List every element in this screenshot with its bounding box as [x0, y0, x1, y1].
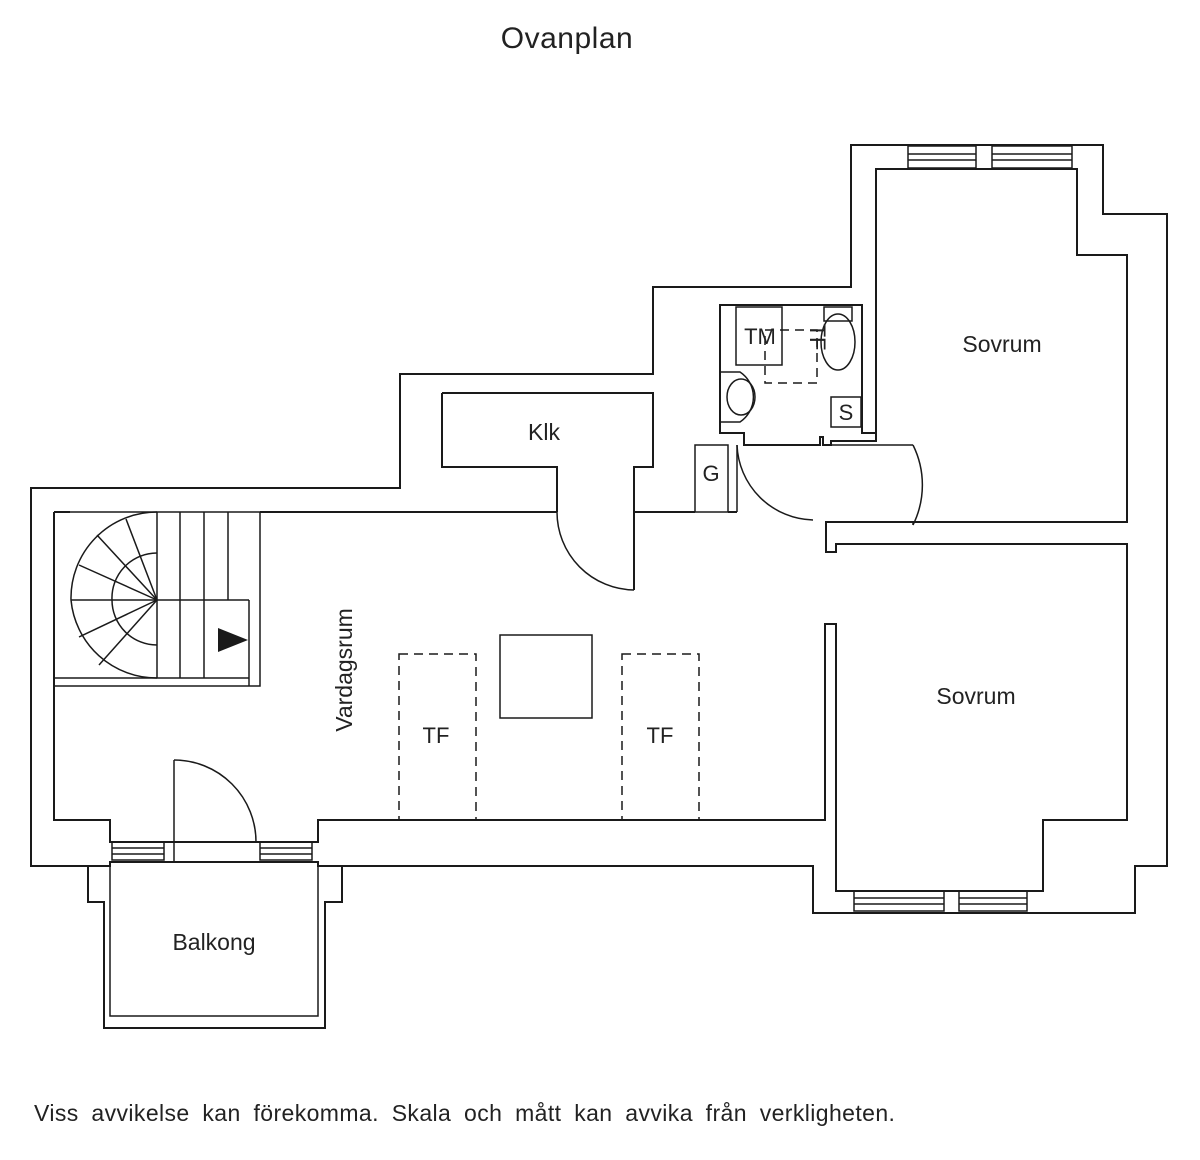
fixture-label-tf-right: TF [647, 723, 674, 748]
living-room-furniture [398, 634, 700, 821]
room-label-sovrum-lower: Sovrum [936, 683, 1015, 709]
fixture-label-s: S [839, 400, 854, 425]
room-label-vardagsrum: Vardagsrum [331, 608, 357, 732]
windows [111, 145, 1073, 912]
sink-icon [720, 371, 755, 423]
fixture-label-tm: TM [744, 324, 776, 349]
room-label-balkong: Balkong [172, 929, 255, 955]
room-label-sovrum-upper: Sovrum [962, 331, 1041, 357]
bathroom-fixtures [694, 306, 862, 513]
doors [173, 444, 924, 862]
staircase [54, 511, 261, 687]
fixture-label-tf-left: TF [423, 723, 450, 748]
disclaimer-text: Viss avvikelse kan förekomma. Skala och … [34, 1100, 896, 1126]
balcony [87, 862, 343, 1029]
stair-direction-arrow [218, 628, 248, 652]
outer-walls [30, 144, 1168, 914]
fixture-label-g: G [702, 461, 719, 486]
room-label-klk: Klk [528, 419, 560, 445]
plan-title: Ovanplan [500, 22, 634, 55]
fixture-label-tf-bath: TF [805, 324, 830, 351]
toilet-icon [820, 313, 856, 371]
